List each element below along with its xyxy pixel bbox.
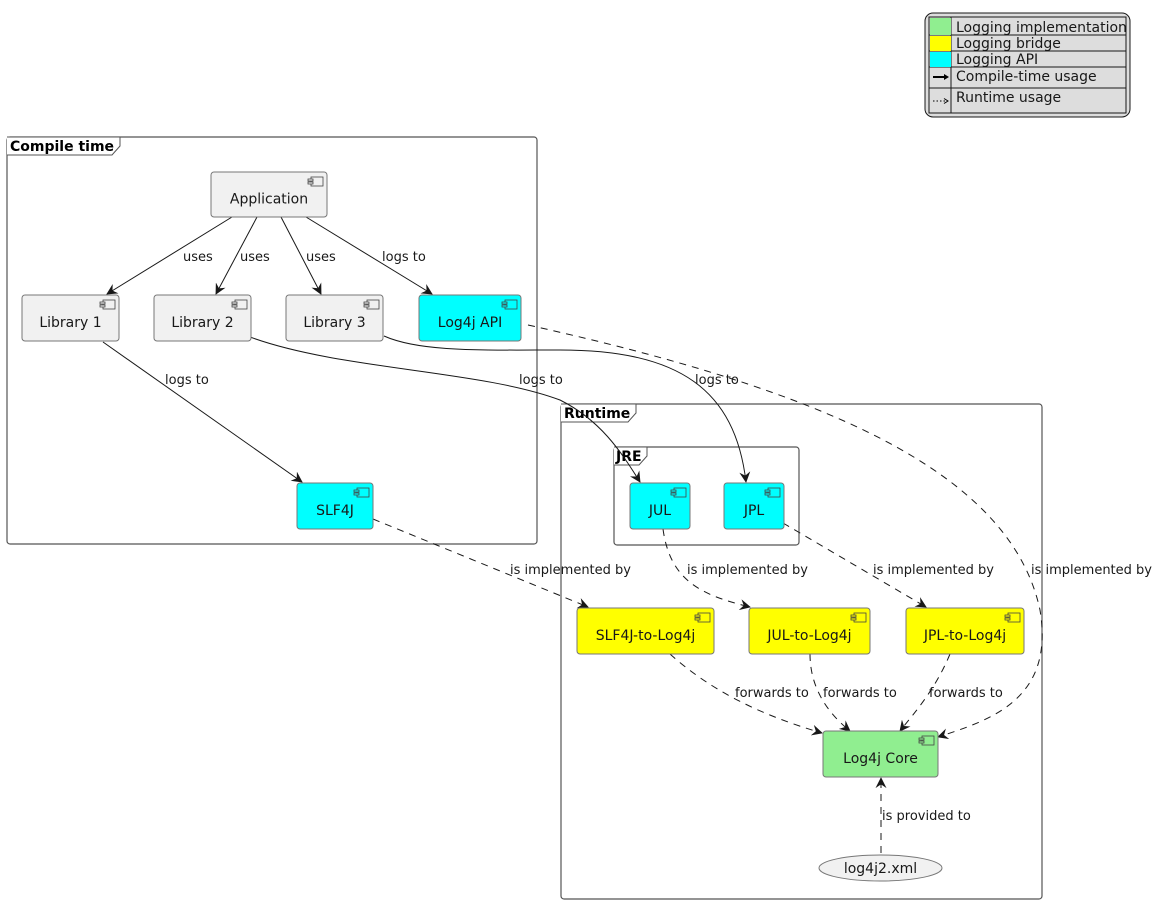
- frame-label-jre: JRE: [615, 449, 642, 465]
- component-box: [153, 294, 252, 342]
- edge-library3-jpl: [383, 335, 751, 483]
- edge-slf4j-to-log4j-core: [669, 653, 823, 736]
- edge-application-library2: [215, 216, 258, 295]
- component-icon: [99, 299, 116, 310]
- legend-swatch-api: [930, 52, 951, 67]
- node-slf4j[interactable]: SLF4J: [296, 482, 374, 530]
- edge-label: logs to: [695, 373, 739, 388]
- edge-jpl-to-log4j-core: [899, 653, 951, 732]
- component-icon: [307, 176, 324, 187]
- node-label: Log4j API: [438, 315, 502, 331]
- frame-compile-time: Compile time: [6, 136, 538, 545]
- legend-swatch-implementation: [930, 18, 951, 35]
- node-label: Library 1: [39, 315, 101, 331]
- node-label: JUL-to-Log4j: [766, 628, 851, 644]
- edge-application-library1: [106, 216, 233, 295]
- node-library1[interactable]: Library 1: [21, 294, 120, 342]
- component-box: [905, 607, 1025, 655]
- node-label: Library 2: [171, 315, 233, 331]
- legend-swatch-bridge: [930, 36, 951, 51]
- legend-label-bridge: Logging bridge: [956, 36, 1061, 52]
- node-jul[interactable]: JUL: [629, 482, 691, 530]
- edge-label: forwards to: [929, 686, 1003, 701]
- node-library2[interactable]: Library 2: [153, 294, 252, 342]
- legend: Logging implementation Logging bridge Lo…: [924, 12, 1131, 118]
- frame-jre: JRE: [613, 446, 800, 546]
- edge-label: uses: [183, 250, 213, 265]
- edge-labels: uses uses uses logs to logs to logs to l…: [165, 250, 1152, 824]
- node-library3[interactable]: Library 3: [285, 294, 384, 342]
- node-label: SLF4J: [316, 503, 354, 519]
- edge-application-library3: [280, 216, 322, 295]
- frame-label-compile-time: Compile time: [10, 139, 114, 155]
- component-box: [21, 294, 120, 342]
- legend-label-api: Logging API: [956, 52, 1038, 68]
- edge-label: logs to: [165, 373, 209, 388]
- edge-label: is implemented by: [687, 563, 808, 578]
- edge-jpl-jpl-to-log4j: [782, 522, 927, 608]
- node-label: JPL-to-Log4j: [923, 628, 1006, 644]
- edge-library1-slf4j: [102, 341, 303, 483]
- node-log4j-core[interactable]: Log4j Core: [822, 730, 939, 778]
- node-slf4j-to-log4j[interactable]: SLF4J-to-Log4j: [576, 607, 715, 655]
- component-icon: [363, 299, 380, 310]
- edge-log4j-api-log4j-core: [527, 324, 1043, 740]
- component-icon: [353, 487, 370, 498]
- edge-jul-jul-to-log4j: [662, 528, 751, 610]
- node-log4j2-xml[interactable]: log4j2.xml: [818, 854, 943, 882]
- component-box: [418, 294, 522, 342]
- edge-label: is implemented by: [873, 563, 994, 578]
- component-icon: [850, 612, 867, 623]
- component-box: [822, 730, 939, 778]
- component-icon: [501, 299, 518, 310]
- edge-label: uses: [240, 250, 270, 265]
- node-label: Log4j Core: [843, 751, 918, 767]
- node-application[interactable]: Application: [210, 171, 328, 218]
- component-box: [576, 607, 715, 655]
- edge-label: logs to: [382, 250, 426, 265]
- node-label: Library 3: [303, 315, 365, 331]
- node-jul-to-log4j[interactable]: JUL-to-Log4j: [748, 607, 871, 655]
- frame-label-runtime: Runtime: [564, 406, 630, 422]
- legend-label-implementation: Logging implementation: [956, 20, 1127, 36]
- component-icon: [918, 735, 935, 746]
- edge-label: logs to: [519, 373, 563, 388]
- node-label: Application: [230, 192, 308, 208]
- legend-label-runtime: Runtime usage: [956, 90, 1061, 106]
- component-icon: [1004, 612, 1021, 623]
- component-icon: [231, 299, 248, 310]
- node-log4j-api[interactable]: Log4j API: [418, 294, 522, 342]
- edge-label: forwards to: [735, 686, 809, 701]
- edge-label: is implemented by: [1031, 563, 1152, 578]
- component-box: [285, 294, 384, 342]
- component-icon: [764, 487, 781, 498]
- dotted-arrow-icon: [933, 98, 949, 104]
- file-node-shape: [818, 854, 943, 882]
- node-jpl-to-log4j[interactable]: JPL-to-Log4j: [905, 607, 1025, 655]
- edge-label: is provided to: [882, 809, 971, 824]
- edge-jul-to-log4j-core: [809, 653, 851, 732]
- component-icon: [694, 612, 711, 623]
- edge-label: is implemented by: [510, 563, 631, 578]
- edge-library2-jul: [249, 336, 641, 483]
- edge-label: forwards to: [823, 686, 897, 701]
- node-label: JPL: [743, 503, 765, 519]
- node-label: SLF4J-to-Log4j: [596, 628, 696, 644]
- solid-arrow-icon: [933, 74, 949, 80]
- node-jpl[interactable]: JPL: [723, 482, 785, 530]
- edge-application-log4j-api: [305, 216, 433, 295]
- component-box: [748, 607, 871, 655]
- edge-label: uses: [306, 250, 336, 265]
- component-box: [210, 171, 328, 218]
- legend-label-compile-time: Compile-time usage: [956, 69, 1097, 85]
- component-icon: [670, 487, 687, 498]
- frame-runtime: Runtime: [560, 403, 1043, 900]
- node-label: log4j2.xml: [844, 861, 917, 877]
- node-label: JUL: [648, 503, 671, 519]
- edges: [102, 216, 1043, 853]
